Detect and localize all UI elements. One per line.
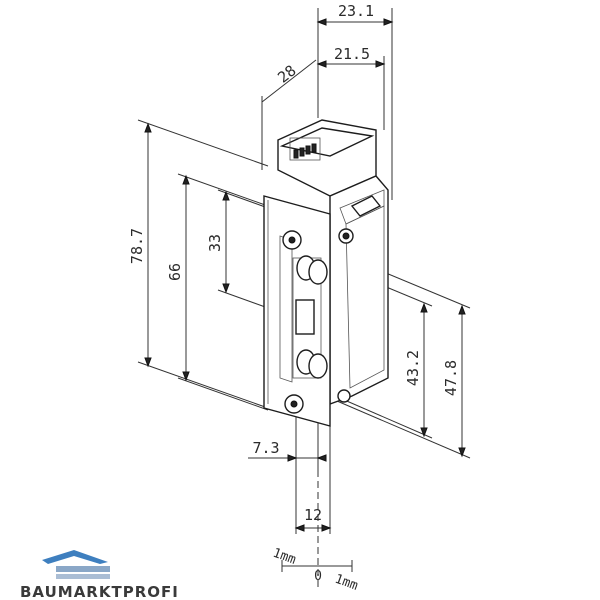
dim-21-5: 21.5 bbox=[334, 45, 370, 63]
dim-7-3: 7.3 bbox=[252, 439, 279, 457]
logo-roof-icon bbox=[42, 550, 108, 564]
dim-78-7: 78.7 bbox=[128, 228, 146, 264]
dim-47-8: 47.8 bbox=[442, 360, 460, 396]
brand-logo: BAUMARKTPROFI bbox=[20, 550, 179, 600]
dim-23-1: 23.1 bbox=[338, 2, 374, 20]
dim-43-2: 43.2 bbox=[404, 350, 422, 386]
scale-center: 0 bbox=[314, 569, 322, 584]
dim-66: 66 bbox=[166, 263, 184, 281]
brand-name: BAUMARKTPROFI bbox=[20, 583, 179, 600]
scale-left: 1mm bbox=[271, 546, 298, 568]
door-opener-part bbox=[263, 119, 389, 427]
dim-12: 12 bbox=[304, 506, 322, 524]
scale-right: 1mm bbox=[333, 572, 360, 594]
dim-28: 28 bbox=[274, 61, 299, 86]
dim-33: 33 bbox=[206, 234, 224, 252]
